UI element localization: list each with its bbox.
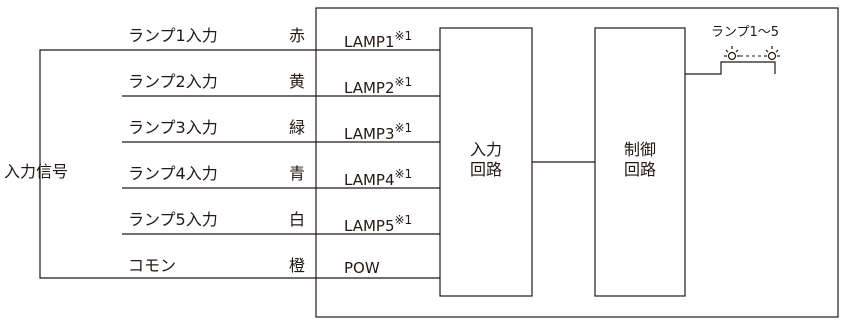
wire-color: 黄: [289, 72, 305, 91]
signal-row-6: コモン 橙 POW: [122, 256, 440, 279]
signal-label: LAMP2※1: [344, 75, 412, 97]
signal-label: LAMP3※1: [344, 121, 412, 143]
lamp-wire: [685, 61, 776, 75]
wire-color: 白: [289, 210, 305, 229]
wire-color: 赤: [289, 26, 305, 45]
row-name: ランプ5入力: [128, 210, 218, 229]
row-name: ランプ1入力: [128, 26, 218, 45]
wire-color: 橙: [289, 256, 305, 275]
signal-label: LAMP4※1: [344, 167, 412, 189]
lamp-5-icon: [764, 46, 780, 61]
wire-color: 緑: [289, 118, 305, 137]
signal-label: LAMP5※1: [344, 213, 412, 235]
control-circuit-label-1: 制御: [624, 140, 656, 159]
row-name: ランプ3入力: [128, 118, 218, 137]
input-circuit-label-2: 回路: [470, 160, 502, 179]
input-signal-bracket: [39, 49, 122, 279]
signal-row-4: ランプ4入力 青 LAMP4※1: [122, 164, 440, 189]
signal-row-3: ランプ3入力 緑 LAMP3※1: [122, 118, 440, 143]
signal-row-1: ランプ1入力 赤 LAMP1※1: [122, 26, 440, 51]
signal-label: POW: [344, 259, 380, 277]
wire-color: 青: [289, 164, 305, 183]
row-name: コモン: [128, 256, 176, 275]
row-name: ランプ2入力: [128, 72, 218, 91]
signal-row-2: ランプ2入力 黄 LAMP2※1: [122, 72, 440, 97]
lamp-1-icon: [724, 46, 740, 61]
device-box: [315, 7, 839, 318]
input-signal-label: 入力信号: [4, 162, 68, 181]
signal-row-5: ランプ5入力 白 LAMP5※1: [122, 210, 440, 235]
input-circuit-label-1: 入力: [470, 140, 502, 159]
row-name: ランプ4入力: [128, 164, 218, 183]
lamps-label: ランプ1〜5: [711, 25, 779, 40]
signal-label: LAMP1※1: [344, 29, 412, 51]
control-circuit-label-2: 回路: [624, 160, 656, 179]
